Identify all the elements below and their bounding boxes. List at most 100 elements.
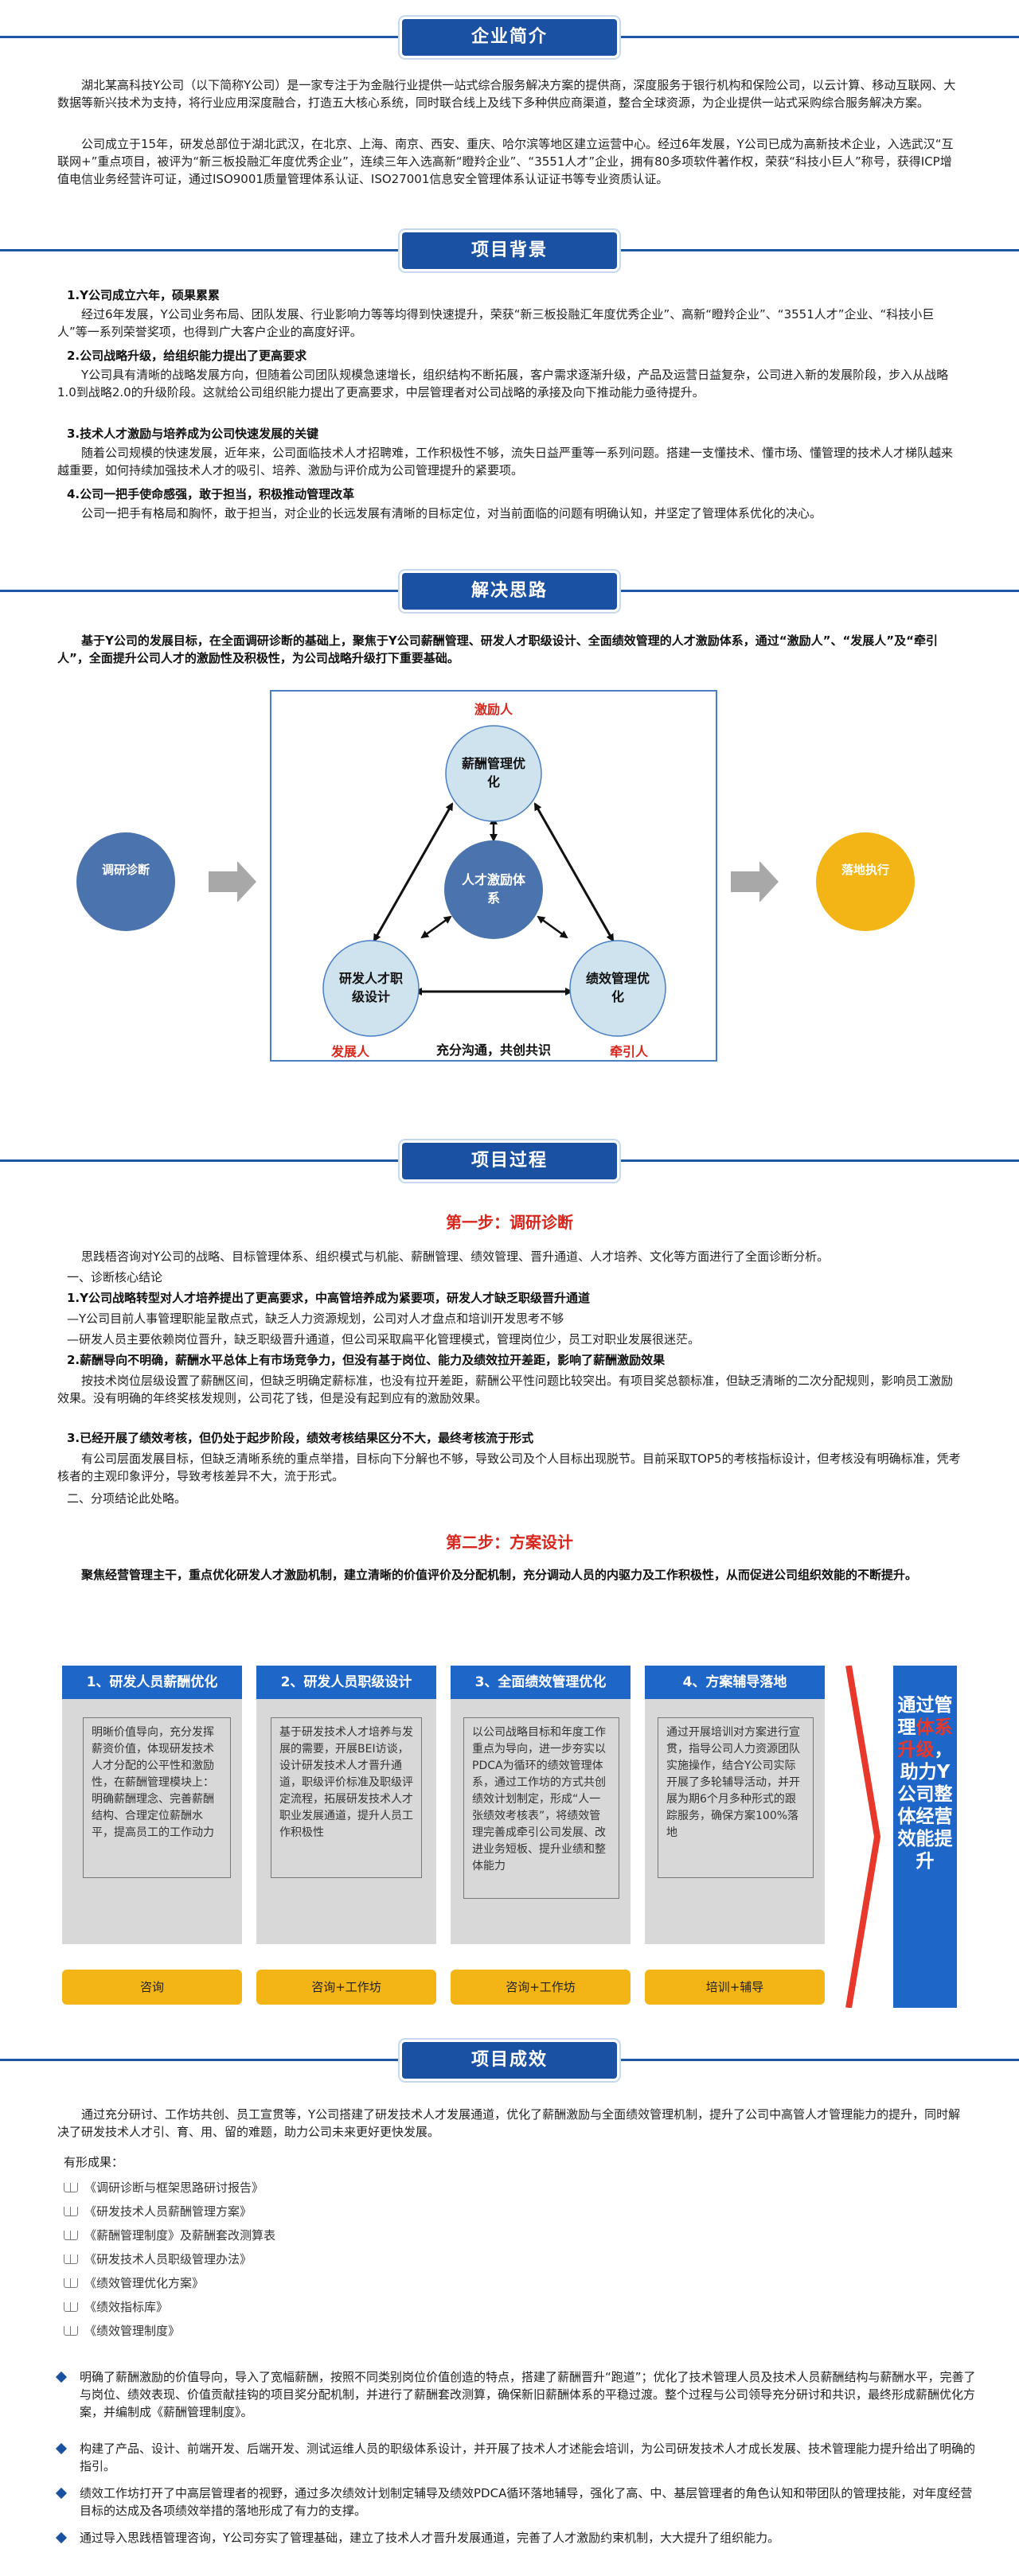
conclusion-3a: 有公司层面发展目标，但缺乏清晰系统的重点举措，目标向下分解也不够，导致公司及个人… [57, 1452, 961, 1483]
research-label: 调研诊断 [101, 863, 150, 877]
plan-column-head-1: 1、研发人员薪酬优化 [62, 1666, 242, 1699]
section-banner-intro: 企业简介 [0, 19, 1019, 56]
spoke-left [420, 915, 452, 939]
plan-column-head-4: 4、方案辅导落地 [645, 1666, 825, 1699]
plan-column-body-4: 通过开展培训对方案进行宣贯，指导公司人力资源团队实施操作，结合Y公司实际开展了多… [658, 1717, 814, 1878]
result-item-7: 《绩效管理制度》 [64, 2322, 180, 2339]
conclusion-3: 3.已经开展了绩效考核，但仍处于起步阶段，绩效考核结果区分不大，最终考核流于形式 [67, 1431, 534, 1445]
section-title-solution: 解决思路 [470, 581, 548, 601]
intro-paragraph-1: 湖北某高科技Y公司（以下简称Y公司）是一家专注于为金融行业提供一站式综合服务解决… [57, 78, 956, 110]
section-title-intro: 企业简介 [470, 27, 548, 47]
conclusion-2: 2.薪酬导向不明确，薪酬水平总体上有市场竞争力，但没有基于岗位、能力及绩效拉开差… [67, 1353, 666, 1367]
step1-subtitle: 一、诊断核心结论 [67, 1270, 163, 1284]
bullet-diamond-icon [55, 2371, 68, 2383]
plan-column-body-2: 基于研发技术人才培养与发展的需要，开展BEI访谈，设计研发技术人才晋升通道，职级… [271, 1717, 422, 1878]
step2-title: 第二步：方案设计 [446, 1533, 573, 1552]
result-intro: 通过充分研讨、工作坊共创、员工宣贯等，Y公司搭建了研发技术人才发展通道，优化了薪… [57, 2107, 961, 2139]
book-icon [64, 2302, 78, 2312]
plan-column-body-3: 以公司战略目标和年度工作重点为导向，进一步夯实以PDCA为循环的绩效管理体系，通… [463, 1717, 619, 1899]
conclusion-1b: —研发人员主要依赖岗位晋升，缺乏职级晋升通道，但公司采取扁平化管理模式，管理岗位… [67, 1332, 701, 1346]
result-item-5: 《绩效管理优化方案》 [64, 2274, 204, 2291]
section-title-process: 项目过程 [470, 1151, 548, 1171]
salary-node [445, 725, 542, 822]
solution-diagram: 调研诊断 落地执行 激励人 薪酬管理优化 人才激励体系 研发人才职级设计 绩效管… [0, 684, 1019, 1082]
develop-label: 发展人 [330, 1044, 369, 1059]
side-summary-b: 体系升级 [897, 1717, 953, 1760]
chevron-arrow-icon [845, 1666, 881, 2008]
bullet-diamond-icon [55, 2531, 68, 2544]
book-icon [64, 2254, 78, 2264]
side-summary: 通过管理体系升级，助力Y公司整体经营效能提升 [893, 1666, 957, 2008]
research-circle [76, 832, 175, 931]
side-summary-c: ，助力Y公司整体经营效能提升 [897, 1740, 953, 1872]
execute-label: 落地执行 [841, 863, 889, 877]
result-bullet-4: 通过导入思践梧管理咨询，Y公司夯实了管理基础，建立了技术人才晋升发展通道，完善了… [80, 2531, 780, 2545]
plan-column-foot-4: 培训+辅导 [645, 1970, 825, 2005]
center-node [444, 840, 543, 939]
communication-label: 充分沟通，共创共识 [435, 1042, 551, 1058]
background-heading-1: 1.Y公司成立六年，硕果累累 [67, 288, 220, 302]
intro-paragraph-2: 公司成立于15年，研发总部位于湖北武汉，在北京、上海、南京、西安、重庆、哈尔滨等… [57, 137, 954, 186]
side-summary-a: 通过管理 [897, 1695, 953, 1738]
incentive-label: 激励人 [474, 702, 513, 717]
book-icon [64, 2183, 78, 2192]
solution-diagram-svg [76, 690, 915, 1062]
background-heading-3: 3.技术人才激励与培养成为公司快速发展的关键 [67, 427, 319, 441]
plan-column-body-1: 明晰价值导向，充分发挥薪资价值，体现研发技术人才分配的公平性和激励性，在薪酬管理… [83, 1717, 231, 1878]
execute-circle [816, 832, 915, 931]
section-title-result: 项目成效 [470, 2050, 548, 2070]
center-node-label: 人才激励体系 [461, 872, 525, 906]
background-heading-4: 4.公司一把手使命感强，敢于担当，积极推动管理改革 [67, 487, 355, 501]
spoke-right [537, 915, 568, 939]
background-heading-2: 2.公司战略升级，给组织能力提出了更高要求 [67, 349, 307, 363]
result-item-3: 《薪酬管理制度》及薪酬套改测算表 [64, 2227, 275, 2243]
result-item-4: 《研发技术人员职级管理办法》 [64, 2251, 252, 2267]
performance-node-label: 绩效管理优化 [586, 971, 650, 1004]
section-banner-process: 项目过程 [0, 1143, 1019, 1179]
result-item-6: 《绩效指标库》 [64, 2298, 168, 2315]
plan-column-head-3: 3、全面绩效管理优化 [451, 1666, 631, 1699]
section-banner-result: 项目成效 [0, 2042, 1019, 2079]
rd-level-node [322, 940, 420, 1037]
conclusion-2a: 按技术岗位层级设置了薪酬区间，但缺乏明确定薪标准，也没有拉开差距，薪酬公平性问题… [57, 1374, 954, 1405]
guide-label: 牵引人 [609, 1044, 648, 1059]
result-list-title: 有形成果： [64, 2155, 124, 2169]
salary-node-label: 薪酬管理优化 [462, 756, 526, 789]
arrow-right-right [731, 861, 779, 902]
conclusion-1: 1.Y公司战略转型对人才培养提出了更高要求，中高管培养成为紧要项，研发人才缺乏职… [67, 1291, 591, 1305]
step1-subtitle-2: 二、分项结论此处略。 [67, 1491, 187, 1506]
result-bullet-1: 明确了薪酬激励的价值导向，导入了宽幅薪酬，按照不同类别岗位价值创造的特点，搭建了… [80, 2370, 976, 2419]
performance-node [569, 940, 666, 1037]
book-icon [64, 2207, 78, 2216]
section-banner-solution: 解决思路 [0, 573, 1019, 610]
step1-intro: 思践梧咨询对Y公司的战略、目标管理体系、组织模式与机能、薪酬管理、绩效管理、晋升… [81, 1249, 830, 1264]
book-icon [64, 2231, 78, 2240]
plan-column-head-2: 2、研发人员职级设计 [256, 1666, 436, 1699]
book-icon [64, 2326, 78, 2336]
solution-intro: 基于Y公司的发展目标，在全面调研诊断的基础上，聚焦于Y公司薪酬管理、研发人才职级… [57, 633, 939, 665]
plan-column-foot-2: 咨询+工作坊 [256, 1970, 436, 2005]
bullet-diamond-icon [55, 2487, 68, 2500]
plan-column-foot-1: 咨询 [62, 1970, 242, 2005]
background-text-3: 随着公司规模的快速发展，近年来，公司面临技术人才招聘难，工作积极性不够，流失日益… [57, 446, 954, 477]
step2-intro: 聚焦经营管理主干，重点优化研发人才激励机制，建立清晰的价值评价及分配机制，充分调… [81, 1568, 918, 1582]
background-text-2: Y公司具有清晰的战略发展方向，但随着公司团队规模急速增长，组织结构不断拓展，客户… [57, 368, 949, 399]
result-bullet-2: 构建了产品、设计、前端开发、后端开发、测试运维人员的职级体系设计，并开展了技术人… [80, 2442, 976, 2473]
connector-top-left [373, 802, 454, 942]
bullet-diamond-icon [55, 2442, 68, 2455]
result-item-2: 《研发技术人员薪酬管理方案》 [64, 2203, 252, 2219]
conclusion-1a: —Y公司目前人事管理职能呈散点式，缺乏人力资源规划，公司对人才盘点和培训开发思考… [67, 1311, 564, 1326]
book-icon [64, 2278, 78, 2288]
section-banner-background: 项目背景 [0, 232, 1019, 269]
result-item-1: 《调研诊断与框架思路研讨报告》 [64, 2179, 264, 2196]
step1-title: 第一步：调研诊断 [446, 1213, 573, 1232]
arrow-right-left [209, 861, 256, 902]
rd-level-node-label: 研发人才职级设计 [338, 971, 403, 1004]
background-text-1: 经过6年发展，Y公司业务布局、团队发展、行业影响力等等均得到快速提升，荣获“新三… [57, 307, 935, 339]
connector-top-right [533, 802, 615, 942]
plan-column-foot-3: 咨询+工作坊 [451, 1970, 631, 2005]
result-bullet-3: 绩效工作坊打开了中高层管理者的视野，通过多次绩效计划制定辅导及绩效PDCA循环落… [80, 2486, 973, 2518]
background-text-4: 公司一把手有格局和胸怀，敢于担当，对企业的长远发展有清晰的目标定位，对当前面临的… [81, 506, 822, 520]
section-title-background: 项目背景 [470, 240, 548, 260]
